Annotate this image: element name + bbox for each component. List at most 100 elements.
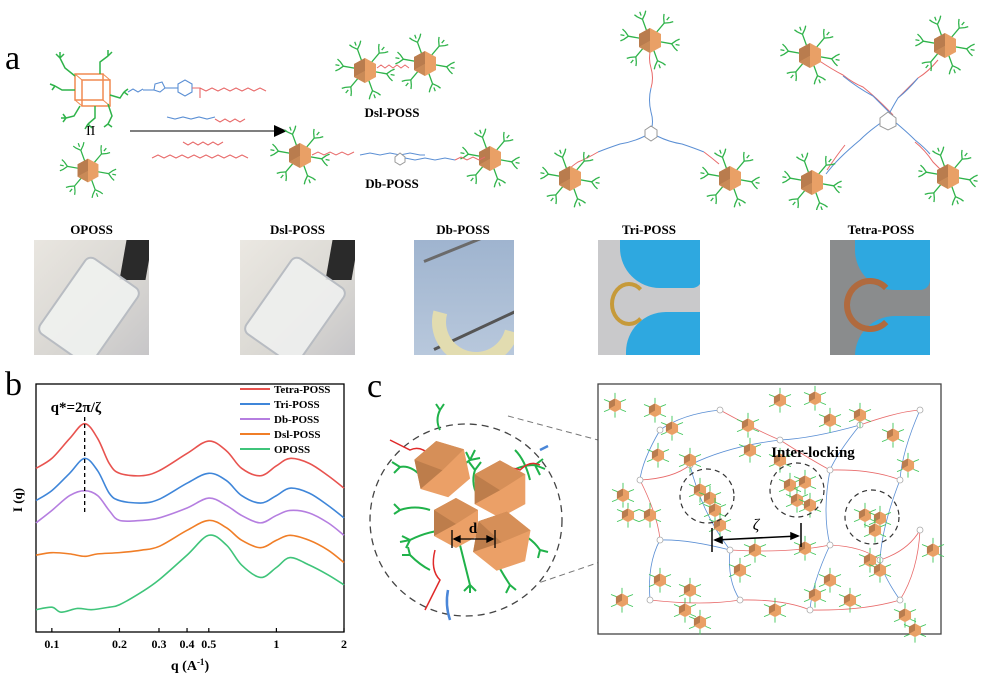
poss-cube-icon [803,582,827,608]
poss-cube-icon [763,597,787,623]
crosslink-node [726,546,734,554]
poss-cube-icon [896,452,920,478]
network-chain [649,539,661,601]
oposs-cage-structure [49,50,129,130]
photo-tetra-poss [830,240,930,355]
x-tick-label: 0.3 [151,637,166,651]
poss-cube-icon [768,387,792,413]
poss-cube-icon [778,472,802,498]
zeta-label: ζ [753,517,761,534]
series-line-oposs [35,534,345,613]
x-axis-label: q (A-1) [171,657,210,674]
poss-cube-icon [868,557,892,583]
panel-a-schematic: II [49,0,1000,210]
network-chain [825,469,831,546]
photo-tri-poss [598,240,700,355]
crosslink-node [656,536,664,544]
tetra-poss-molecule [779,15,978,210]
poss-cube-icon [743,537,767,563]
poss-cube-icon [853,502,877,528]
photo-label-oposs: OPOSS [70,222,113,237]
panel-a-letter: a [5,40,21,77]
db-poss-molecule [269,125,520,188]
poss-cube-icon [703,497,727,523]
photo-label-dsl-poss: Dsl-POSS [270,222,325,237]
poss-cube-icon [688,609,712,635]
y-axis-label: I (q) [10,488,25,512]
dsl-poss-label: Dsl-POSS [365,105,420,120]
network-chain [779,424,861,441]
tri-poss-molecule [539,10,760,208]
network-chain [729,544,831,552]
poss-cube-icon [648,567,672,593]
poss-cube-icon [728,557,752,583]
poss-cube-icon [678,577,702,603]
network-chain [899,529,921,601]
crosslink-node [896,596,904,604]
poss-cube-icon [793,469,817,495]
crosslink-node [776,436,784,444]
x-tick-label: 0.5 [201,637,216,651]
panel-c-letter: c [367,368,383,405]
network-chain [899,409,921,481]
legend-label: Tetra-POSS [274,384,330,396]
network-chain [809,544,831,611]
poss-cube-icon [818,407,842,433]
poss-cube-icon [893,602,917,628]
crosslink-node [636,476,644,484]
x-tick-label: 2 [341,637,347,651]
poss-cube-icon [903,617,927,643]
poss-cube-icon [768,447,792,473]
network-chain [649,599,741,604]
legend-label: Tri-POSS [274,399,320,411]
photo-label-db-poss: Db-POSS [436,222,490,237]
chart-legend: Tetra-POSS Tri-POSS Db-POSS Dsl-POSS OPOSS [240,384,330,456]
network-schematic: Inter-locking ζ [597,383,945,643]
interlocking-label: Inter-locking [771,445,855,461]
poss-cube-icon [803,385,827,411]
series-lines [35,422,345,613]
zoom-connector-top [507,415,599,441]
poss-cube-icon [660,415,684,441]
poss-cube-icon [638,502,662,528]
crosslink-node [716,406,724,414]
network-chain [659,539,731,551]
poss-cube-icon [838,587,862,613]
crosslink-node [736,596,744,604]
poss-cube-icon [921,537,945,563]
distance-d-label: d [469,521,478,537]
db-poss-label: Db-POSS [365,176,418,191]
poss-cube-icon [868,505,892,531]
poss-cube-icon [858,547,882,573]
dsl-poss-molecule [334,33,455,100]
panel-c-schematic: d Inter-locking ζ [369,383,945,643]
panel-b-letter: b [5,366,22,403]
equivalence-symbol: II [86,124,96,139]
poss-cube-icon [678,447,702,473]
poss-cube-icon [881,422,905,448]
poss-cube-icon [798,492,822,518]
poss-cube-icon [736,412,760,438]
crosslink-node [806,606,814,614]
network-chain [639,464,691,481]
x-tick-label: 0.1 [44,637,59,651]
legend-label: Dsl-POSS [274,429,320,441]
legend-label: Db-POSS [274,414,319,426]
network-chain [809,599,901,611]
linker-molecules [127,79,267,159]
crosslink-node [826,466,834,474]
poss-cube-icon [611,482,635,508]
poss-cube-icon [863,517,887,543]
network-chain [879,529,921,561]
crosslink-node [646,596,654,604]
network-chain [829,469,901,481]
network-chain [689,439,781,466]
photo-dsl-poss [240,240,355,355]
series-line-dsl-poss [35,519,345,564]
crosslink-node [656,426,664,434]
poss-cube-icon [673,597,697,623]
crosslink-node [896,476,904,484]
poss-cube-icon [643,397,667,423]
crosslink-node [916,526,924,534]
legend-label: OPOSS [274,444,310,456]
